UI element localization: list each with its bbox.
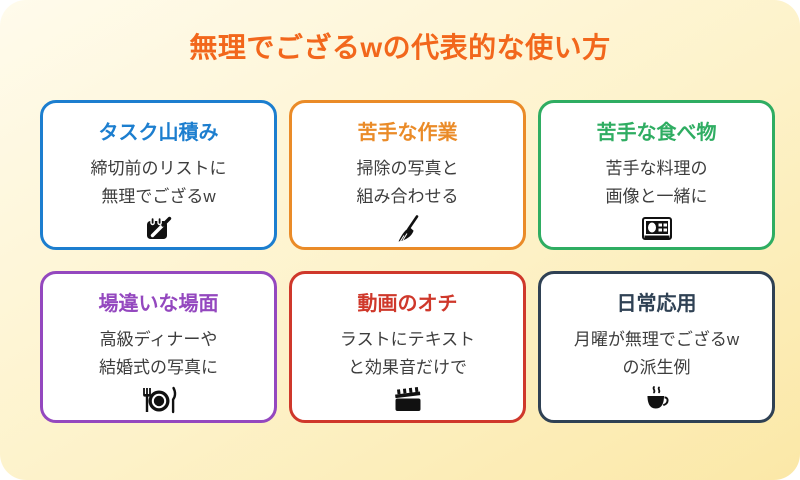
clapperboard-icon <box>392 385 424 415</box>
card-video-punchline: 動画のオチ ラストにテキスト と効果音だけで <box>289 271 526 423</box>
memo-pencil-icon <box>144 214 174 244</box>
card-title: 苦手な作業 <box>357 122 458 144</box>
coffee-cup-icon <box>643 385 671 415</box>
card-disliked-foods: 苦手な食べ物 苦手な料理の 画像と一緒に <box>538 100 775 250</box>
card-title: 動画のオチ <box>357 293 458 315</box>
card-text-line: 画像と一緒に <box>605 187 708 206</box>
fork-knife-plate-icon <box>141 385 177 415</box>
card-title: 場違いな場面 <box>98 293 219 315</box>
card-title: タスク山積み <box>98 122 219 144</box>
card-text-line: 月曜が無理でござるw <box>573 330 740 349</box>
card-out-of-place-scene: 場違いな場面 高級ディナーや 結婚式の写真に <box>40 271 277 423</box>
card-text-line: の派生例 <box>622 358 691 377</box>
card-text-line: 締切前のリストに <box>90 159 227 178</box>
card-text-line: ラストにテキスト <box>339 330 476 349</box>
card-text-line: 高級ディナーや <box>99 330 218 349</box>
card-text-line: 無理でござるw <box>101 187 216 206</box>
card-text-line: 組み合わせる <box>356 187 459 206</box>
card-everyday-use: 日常応用 月曜が無理でござるw の派生例 <box>538 271 775 423</box>
page-title: 無理でござるwの代表的な使い方 <box>189 32 611 63</box>
broom-icon <box>395 214 421 244</box>
card-text-line: 苦手な料理の <box>605 159 708 178</box>
card-task-pile: タスク山積み 締切前のリストに 無理でござるw <box>40 100 277 250</box>
card-title: 日常応用 <box>616 293 697 315</box>
card-grid: タスク山積み 締切前のリストに 無理でござるw 苦手な作業 掃除の写真と 組み合… <box>40 100 775 423</box>
card-text-line: 結婚式の写真に <box>99 358 218 377</box>
card-title: 苦手な食べ物 <box>596 122 717 144</box>
card-text-line: と効果音だけで <box>348 358 467 377</box>
card-text-line: 掃除の写真と <box>356 159 459 178</box>
bento-box-icon <box>641 214 673 244</box>
card-disliked-chores: 苦手な作業 掃除の写真と 組み合わせる <box>289 100 526 250</box>
